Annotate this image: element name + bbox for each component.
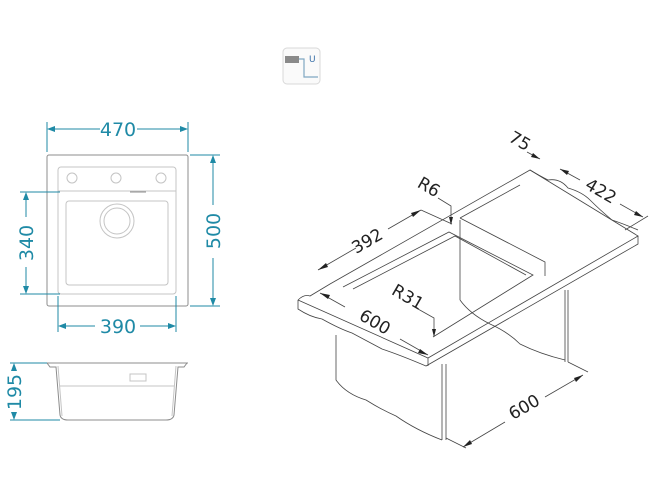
iso-view: 392 600 R31 R6 75 422 600 <box>297 128 649 449</box>
dim-bowl-width: 390 <box>100 316 136 338</box>
dim-edge-offset: 75 <box>505 128 534 156</box>
dim-radius-outer: R6 <box>414 173 444 202</box>
dim-bowl-height: 340 <box>16 225 38 261</box>
tap-hole <box>110 172 122 184</box>
drain-icon <box>99 203 135 239</box>
dim-cutout-depth: 392 <box>348 225 386 259</box>
dim-depth: 195 <box>4 374 26 410</box>
dim-cutout-width: 422 <box>581 175 619 209</box>
side-view: 195 <box>4 362 188 421</box>
top-view: 470 500 340 390 <box>16 119 225 338</box>
icon-label: U <box>309 55 316 65</box>
dim-radius-inner: R31 <box>388 281 427 315</box>
tap-hole <box>155 172 167 184</box>
dim-cabinet-width: 600 <box>505 391 543 425</box>
tap-hole <box>66 172 78 184</box>
dim-height: 500 <box>203 213 225 249</box>
dim-width: 470 <box>100 119 136 141</box>
undermount-siphon-icon: U <box>282 47 321 85</box>
